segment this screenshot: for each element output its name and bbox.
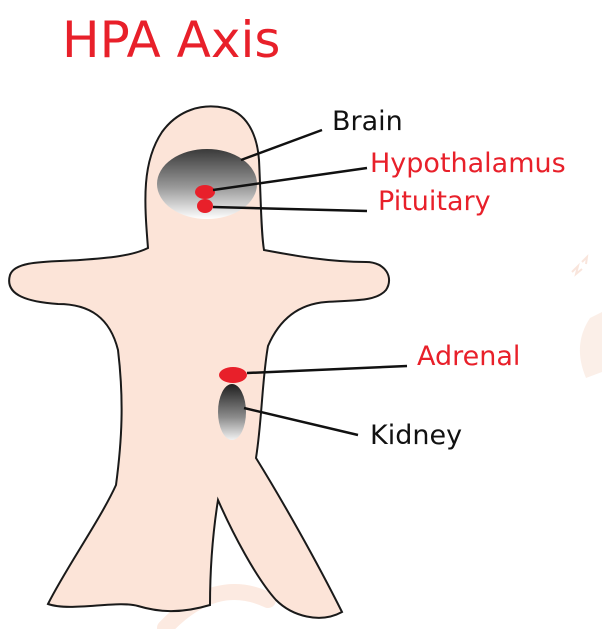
diagram-title: HPA Axis [62,11,280,69]
adrenal-gland [219,367,247,383]
kidney-organ [218,384,246,440]
kidney-label: Kidney [370,420,462,451]
pituitary-label: Pituitary [378,186,491,217]
pituitary-gland [197,199,213,213]
brain-label: Brain [332,106,403,137]
adrenal-label: Adrenal [417,341,520,372]
hypothalamus-label: Hypothalamus [370,148,566,179]
hypothalamus-gland [195,185,215,199]
adrenal-leader-line [247,366,407,373]
